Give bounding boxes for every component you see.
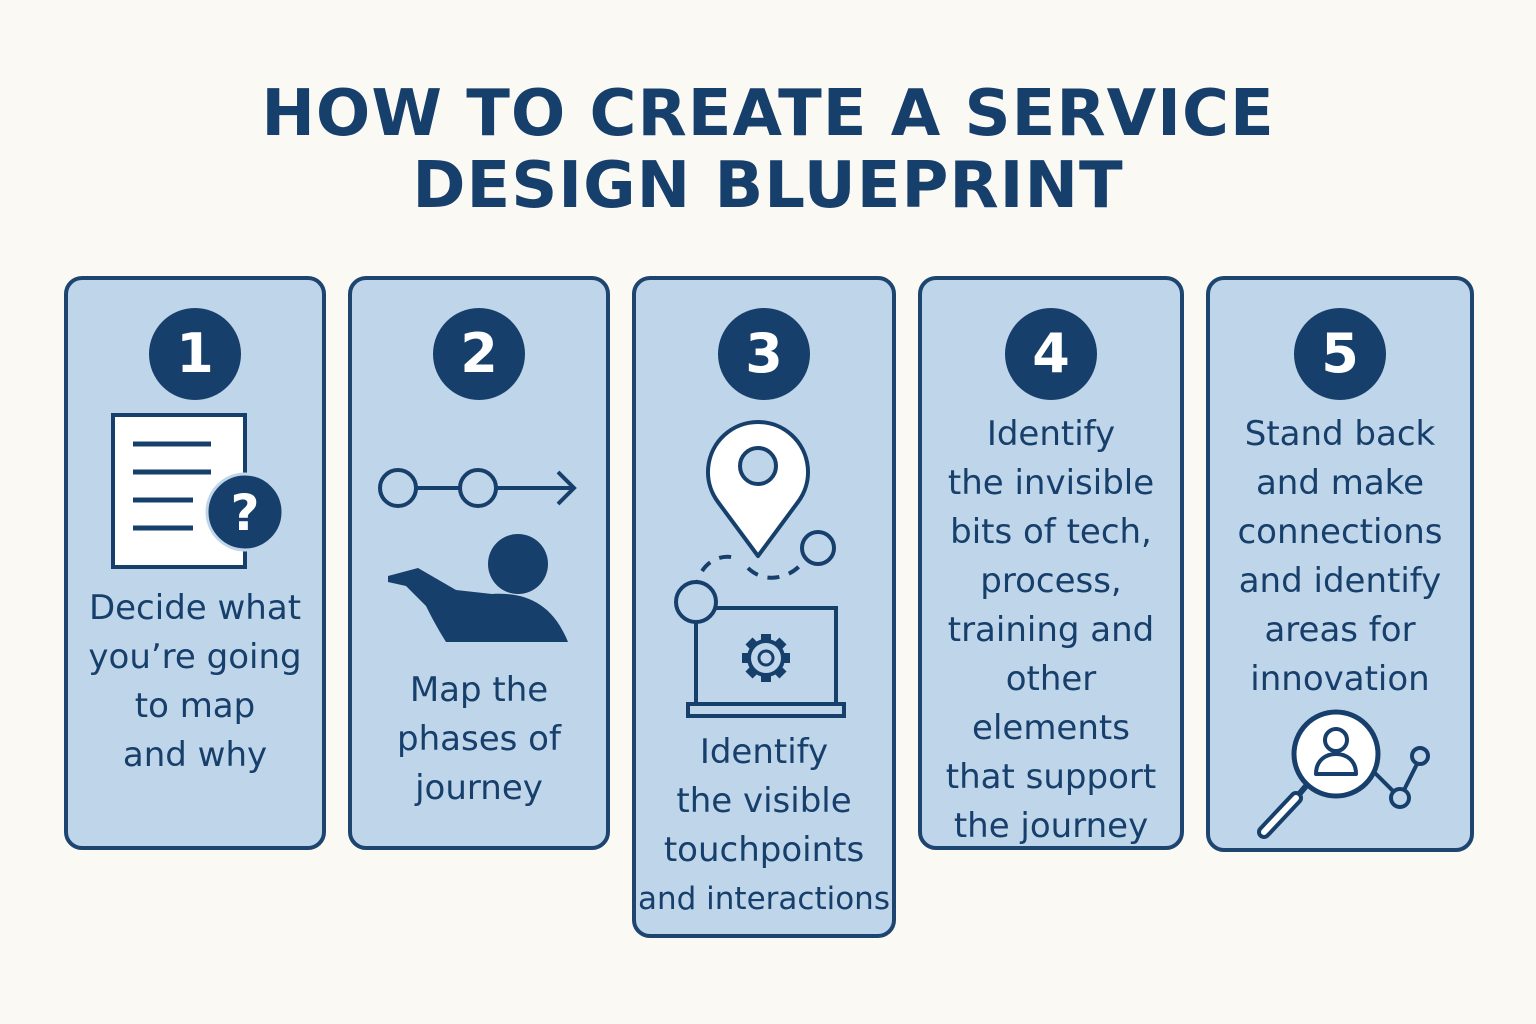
title-line-2: DESIGN BLUEPRINT bbox=[412, 149, 1124, 223]
magnifier-person-icon bbox=[1210, 708, 1470, 844]
step-text-line: the invisible bbox=[947, 463, 1155, 503]
step-description: Identify the visible touchpoints and int… bbox=[636, 728, 892, 924]
step-text-line: touchpoints bbox=[663, 830, 865, 870]
step-text-line: the journey bbox=[953, 806, 1149, 846]
step-description: Stand back and make connections and iden… bbox=[1210, 410, 1470, 704]
step-card-5: 5 Stand back and make connections and id… bbox=[1206, 276, 1474, 852]
step-number-badge: 3 bbox=[718, 308, 810, 400]
step-description: Identify the invisible bits of tech, pro… bbox=[922, 410, 1180, 851]
step-text-line: elements bbox=[972, 708, 1130, 748]
svg-text:?: ? bbox=[230, 484, 259, 542]
step-number-badge: 4 bbox=[1005, 308, 1097, 400]
step-text-line: journey bbox=[415, 768, 543, 808]
document-question-icon: ? bbox=[68, 410, 322, 575]
location-pin-laptop-icon bbox=[636, 408, 892, 718]
step-text-line: that support bbox=[945, 757, 1157, 797]
title-line-1: HOW TO CREATE A SERVICE bbox=[261, 77, 1275, 151]
journey-map-person-icon bbox=[352, 458, 606, 648]
step-text-line: Identify bbox=[699, 732, 829, 772]
step-card-4: 4 Identify the invisible bits of tech, p… bbox=[918, 276, 1184, 850]
step-number-badge: 2 bbox=[433, 308, 525, 400]
step-text-line: Identify bbox=[986, 414, 1116, 454]
step-number-badge: 5 bbox=[1294, 308, 1386, 400]
step-description: Decide what you’re going to map and why bbox=[68, 584, 322, 780]
step-text-line: and make bbox=[1255, 463, 1425, 503]
step-text-line: to map bbox=[134, 686, 256, 726]
step-text-line: other bbox=[1005, 659, 1097, 699]
step-text-line: areas for bbox=[1264, 610, 1416, 650]
step-text-line: innovation bbox=[1250, 659, 1430, 699]
step-text-line: and identify bbox=[1238, 561, 1442, 601]
step-text-line: Map the bbox=[409, 670, 549, 710]
step-card-3: 3 Identify the visible touchpoints and i… bbox=[632, 276, 896, 938]
page-title: HOW TO CREATE A SERVICE DESIGN BLUEPRINT bbox=[0, 78, 1536, 222]
step-text-line: and why bbox=[122, 735, 268, 775]
step-text-line: and interactions bbox=[638, 881, 890, 917]
step-text-line: bits of tech, bbox=[950, 512, 1152, 552]
step-number-badge: 1 bbox=[149, 308, 241, 400]
step-text-line: connections bbox=[1237, 512, 1443, 552]
step-text-line: the visible bbox=[676, 781, 852, 821]
step-description: Map the phases of journey bbox=[352, 666, 606, 813]
step-text-line: phases of bbox=[397, 719, 561, 759]
step-text-line: you’re going bbox=[88, 637, 302, 677]
step-text-line: Stand back bbox=[1244, 414, 1436, 454]
step-card-1: 1 ? Decide what you’re going to map and … bbox=[64, 276, 326, 850]
step-text-line: Decide what bbox=[88, 588, 302, 628]
step-card-2: 2 Map the phases of journey bbox=[348, 276, 610, 850]
step-text-line: training and bbox=[947, 610, 1155, 650]
step-text-line: process, bbox=[980, 561, 1122, 601]
